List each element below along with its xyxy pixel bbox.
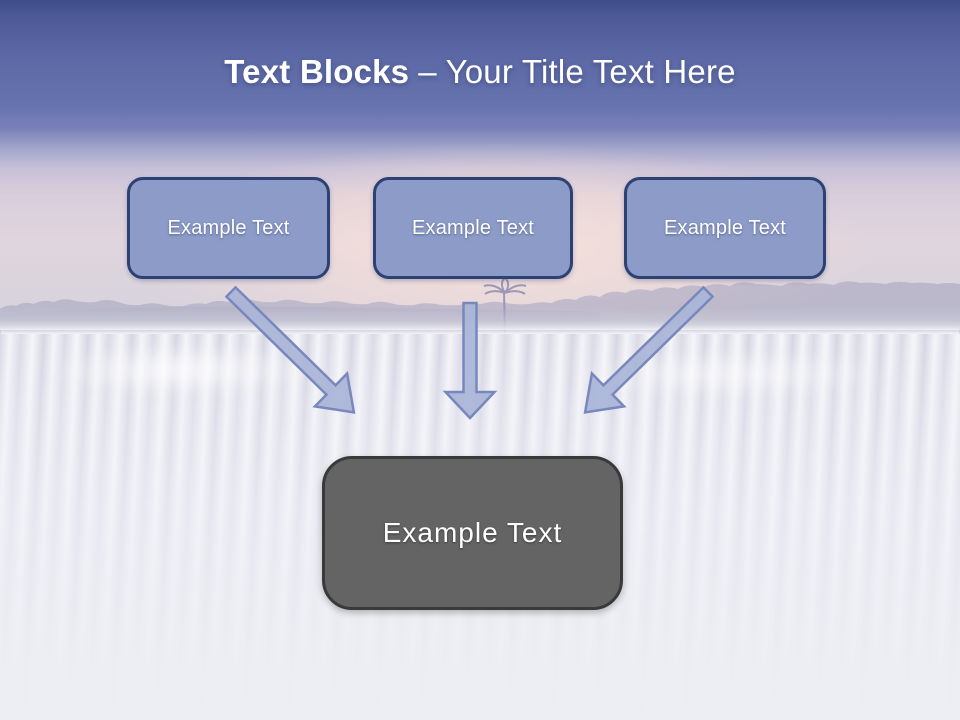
tree-silhouettes — [0, 281, 960, 336]
palm-tree-icon — [483, 277, 527, 334]
river-band — [0, 308, 960, 330]
distant-hills — [0, 306, 600, 336]
text-block-1-label: Example Text — [167, 216, 290, 239]
title-bold-text: Text Blocks — [224, 53, 410, 90]
result-block-label: Example Text — [382, 517, 563, 548]
text-block-3-label: Example Text — [663, 216, 787, 239]
slide-title: Text Blocks– Your Title Text Here — [0, 53, 960, 91]
text-block-1: Example Text — [127, 177, 330, 279]
result-block: Example Text — [322, 456, 623, 610]
text-block-2-label: Example Text — [411, 216, 535, 239]
mist-cloud — [40, 344, 320, 396]
arrow-down-left-icon — [583, 285, 715, 414]
arrow-down-icon — [442, 301, 498, 420]
arrow-down-right-icon — [224, 285, 356, 414]
title-regular-text: – Your Title Text Here — [418, 53, 736, 90]
text-block-2: Example Text — [373, 177, 573, 279]
waterfall-crest — [0, 326, 960, 342]
mist-cloud — [560, 350, 900, 398]
horizon-treeline — [0, 277, 960, 336]
text-block-3: Example Text — [624, 177, 826, 279]
